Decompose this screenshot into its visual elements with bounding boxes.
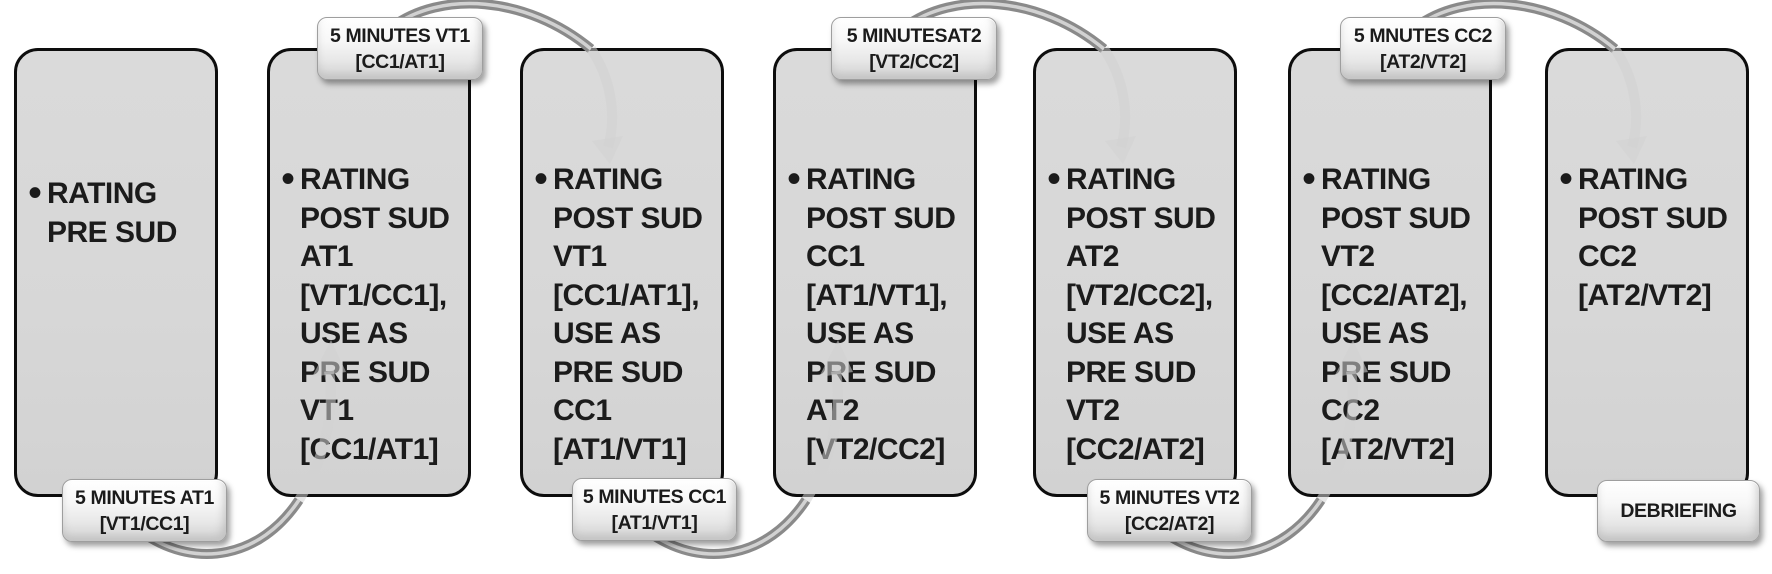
step-text-3: RATING POST SUD VT1 [CC1/AT1], USE AS PR…	[553, 163, 703, 466]
step-box-3: • RATING POST SUD VT1 [CC1/AT1], USE AS …	[520, 48, 724, 497]
step-box-6: • RATING POST SUD VT2 [CC2/AT2], USE AS …	[1288, 48, 1492, 497]
bullet-icon: •	[534, 157, 549, 201]
interval-label-bottom-2: 5 MINUTES CC1 [AT1/VT1]	[572, 478, 737, 541]
step-text-5: RATING POST SUD AT2 [VT2/CC2], USE AS PR…	[1066, 163, 1216, 466]
step-text-4: RATING POST SUD CC1 [AT1/VT1], USE AS PR…	[806, 163, 956, 466]
step-box-2: • RATING POST SUD AT1 [VT1/CC1], USE AS …	[267, 48, 471, 497]
step-box-1: • RATING PRE SUD	[14, 48, 218, 497]
bullet-icon: •	[28, 171, 43, 215]
step-text-7: RATING POST SUD CC2 [AT2/VT2]	[1578, 163, 1728, 312]
step-box-7: • RATING POST SUD CC2 [AT2/VT2]	[1545, 48, 1749, 497]
step-box-4: • RATING POST SUD CC1 [AT1/VT1], USE AS …	[773, 48, 977, 497]
step-text-2: RATING POST SUD AT1 [VT1/CC1], USE AS PR…	[300, 163, 450, 466]
interval-label-top-1: 5 MINUTES VT1 [CC1/AT1]	[317, 17, 483, 80]
debriefing-label: DEBRIEFING	[1597, 480, 1760, 542]
step-text-1: RATING PRE SUD	[47, 177, 177, 249]
interval-label-bottom-1: 5 MINUTES AT1 [VT1/CC1]	[62, 479, 227, 542]
bullet-icon: •	[787, 157, 802, 201]
step-text-6: RATING POST SUD VT2 [CC2/AT2], USE AS PR…	[1321, 163, 1471, 466]
interval-label-top-3: 5 MNUTES CC2 [AT2/VT2]	[1340, 17, 1506, 80]
interval-label-top-2: 5 MINUTESAT2 [VT2/CC2]	[831, 17, 997, 80]
bullet-icon: •	[1047, 157, 1062, 201]
bullet-icon: •	[1302, 157, 1317, 201]
interval-label-bottom-3: 5 MINUTES VT2 [CC2/AT2]	[1087, 479, 1252, 542]
bullet-icon: •	[1559, 157, 1574, 201]
step-box-5: • RATING POST SUD AT2 [VT2/CC2], USE AS …	[1033, 48, 1237, 497]
bullet-icon: •	[281, 157, 296, 201]
